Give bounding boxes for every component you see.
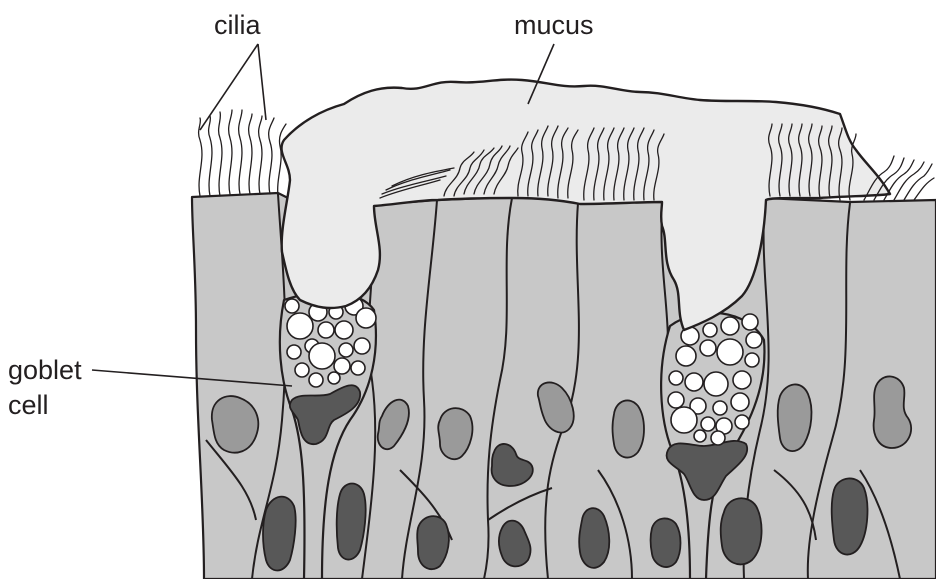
nucleus [721,498,762,564]
cilia-leader-line [200,44,258,130]
cilia-left-cell [199,110,286,196]
nucleus [263,497,296,571]
goblet-cell-label-line1: goblet [8,355,82,385]
nucleus [613,400,645,457]
cilia-leader-line [258,44,266,120]
nucleus [337,484,366,560]
goblet-cell-label-line2: cell [8,390,49,420]
nucleus [579,508,609,568]
nucleus [651,518,681,567]
cilia-label: cilia [214,10,261,40]
nucleus [417,516,449,569]
mucus-label: mucus [514,10,594,40]
nucleus [832,478,868,554]
nucleus [212,396,258,453]
nucleus [778,384,812,451]
